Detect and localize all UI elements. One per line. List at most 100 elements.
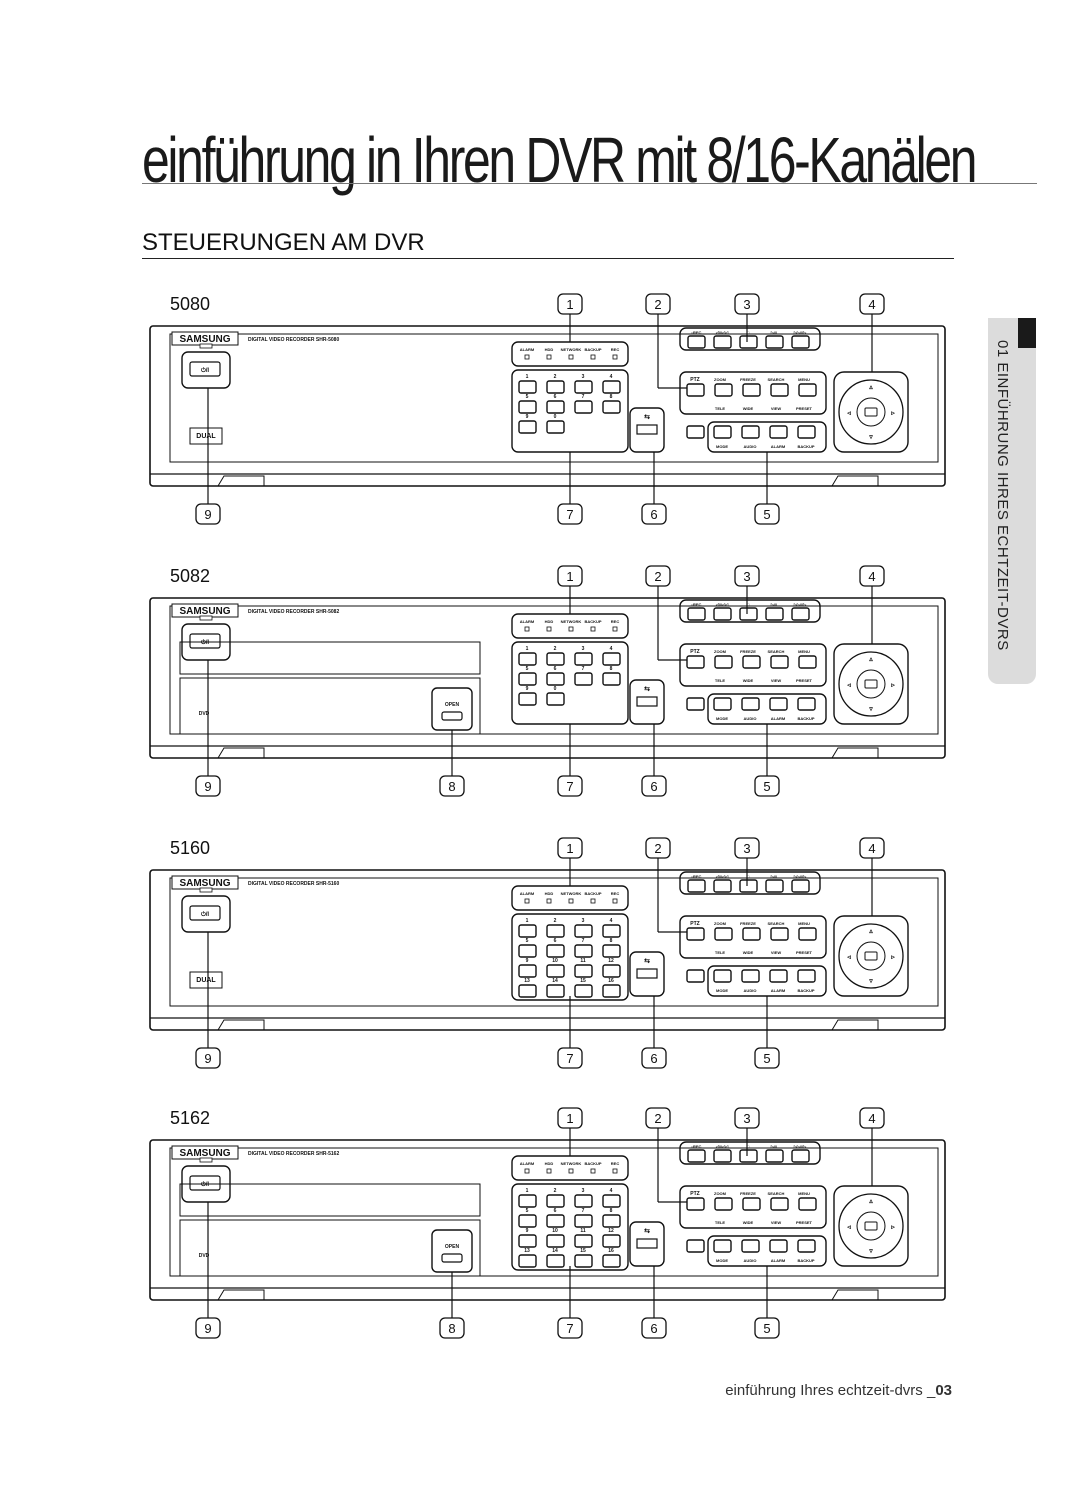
channel-button	[546, 672, 565, 686]
down-arrow-icon: ▿	[868, 1248, 873, 1255]
function-label: BACKUP	[797, 444, 814, 449]
channel-number: 5	[526, 1208, 529, 1214]
direction-pad-highlight	[833, 371, 909, 453]
channel-number: 8	[610, 666, 613, 672]
playback-label: ○REC	[691, 330, 702, 335]
ptz-button	[686, 927, 705, 941]
enter-button	[864, 1221, 878, 1231]
ptz-label: PTZ	[690, 649, 699, 655]
channel-button	[546, 984, 565, 998]
channel-number: 0	[554, 414, 557, 420]
callout-number: 1	[566, 569, 573, 584]
dual-logo	[189, 427, 223, 445]
ptz-sub-label: WIDE	[743, 950, 754, 955]
function-button	[741, 697, 760, 711]
disc-tray	[179, 641, 481, 675]
function-button	[797, 425, 816, 439]
brand-label: SAMSUNG	[179, 1148, 230, 1159]
callout-badge	[754, 1047, 780, 1069]
brand-label: SAMSUNG	[179, 334, 230, 345]
model-label: 5082	[170, 566, 211, 586]
page-number: 03	[935, 1382, 952, 1399]
channel-button	[574, 984, 593, 998]
channel-button	[546, 400, 565, 414]
function-button	[686, 697, 705, 711]
channel-button	[602, 944, 621, 958]
ptz-sub-label: VIEW	[771, 950, 781, 955]
callout-badge	[195, 1317, 221, 1339]
power-led	[199, 887, 213, 893]
playback-label: ▷/‖	[770, 1144, 777, 1149]
ptz-sub-label: TELE	[715, 678, 726, 683]
channel-button	[518, 984, 537, 998]
ptz-sub-label: TELE	[715, 950, 726, 955]
callout-number: 2	[654, 841, 661, 856]
function-label: ALARM	[771, 444, 786, 449]
channel-button	[518, 1234, 537, 1248]
ptz-sub-label: VIEW	[771, 1220, 781, 1225]
up-arrow-icon: ▵	[868, 656, 873, 663]
brand-label: SAMSUNG	[179, 606, 230, 617]
function-button	[686, 425, 705, 439]
model-label: 5080	[170, 294, 211, 314]
open-button	[441, 711, 463, 721]
callout-badge	[641, 1047, 667, 1069]
playback-label: ▷/‖	[770, 330, 777, 335]
up-arrow-icon: ▵	[868, 384, 873, 391]
power-icon: ⏻/I	[201, 911, 209, 918]
ptz-controls	[679, 915, 827, 959]
channel-number: 7	[582, 394, 585, 400]
ptz-button	[686, 383, 705, 397]
callout-number: 8	[448, 779, 455, 794]
playback-button	[791, 879, 810, 893]
footer-text: einführung Ihres echtzeit-dvrs _	[725, 1382, 936, 1399]
function-label: ALARM	[771, 988, 786, 993]
foot-right	[831, 1289, 879, 1301]
hdd-drawer	[179, 677, 481, 735]
callout-number: 3	[743, 569, 750, 584]
playback-label: ▷/‖	[770, 602, 777, 607]
function-label: ALARM	[771, 716, 786, 721]
foot-right	[831, 1019, 879, 1031]
ptz-function-label: MENU	[798, 649, 810, 654]
playback-label: ▷▷/‖▷	[793, 602, 807, 607]
model-code: DIGITAL VIDEO RECORDER SHR-5160	[248, 881, 339, 887]
usb-icon: ⇆	[644, 685, 650, 693]
callout-number: 7	[566, 507, 573, 522]
channel-number: 15	[580, 1248, 586, 1254]
foot-right	[831, 747, 879, 759]
callout-badge	[557, 1317, 583, 1339]
function-label: AUDIO	[744, 988, 757, 993]
function-label: AUDIO	[744, 444, 757, 449]
direction-pad-highlight	[833, 1185, 909, 1267]
playback-button	[739, 879, 758, 893]
usb-port	[636, 968, 658, 979]
playback-controls	[679, 1141, 821, 1165]
channel-number: 5	[526, 666, 529, 672]
led-label: NETWORK	[561, 1161, 582, 1166]
function-label: MODE	[716, 1258, 728, 1263]
power-highlight	[181, 351, 231, 389]
callout-number: 2	[654, 297, 661, 312]
led-label: HDD	[545, 1161, 554, 1166]
channel-button	[602, 984, 621, 998]
ptz-label: PTZ	[690, 377, 699, 383]
playback-button	[687, 607, 706, 621]
led-indicator	[546, 354, 552, 360]
ptz-button	[714, 383, 733, 397]
playback-label: ▷▷/‖▷	[793, 330, 807, 335]
channel-number: 2	[554, 646, 557, 652]
ptz-button	[742, 927, 761, 941]
hdd-drawer	[179, 1219, 481, 1277]
led-label: HDD	[545, 619, 554, 624]
usb-highlight	[629, 679, 665, 725]
function-button	[769, 1239, 788, 1253]
power-led	[199, 1157, 213, 1163]
model-code: DIGITAL VIDEO RECORDER SHR-5080	[248, 337, 339, 343]
led-label: ALARM	[520, 891, 535, 896]
channel-button	[546, 964, 565, 978]
power-button	[189, 905, 221, 921]
callout-badge	[754, 1317, 780, 1339]
